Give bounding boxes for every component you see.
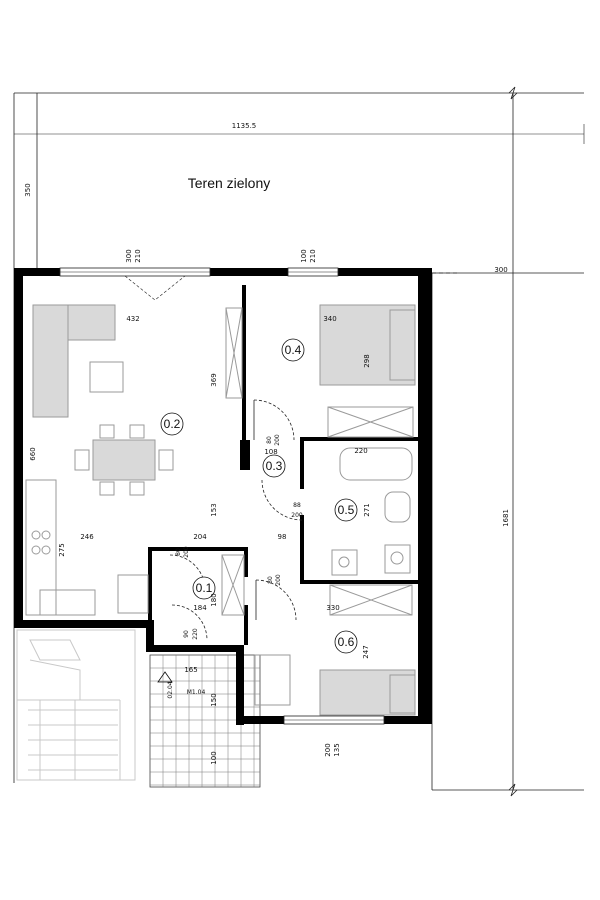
room-0.2-label: 0.2 xyxy=(164,417,181,431)
bottom-dim-a: 200 xyxy=(324,743,332,756)
door-dim-5a: 88 xyxy=(293,502,301,509)
room-0.3-label: 0.3 xyxy=(266,459,283,473)
room-0.5-marker xyxy=(334,498,358,522)
door-dim-1a: 80 xyxy=(266,436,273,444)
win2-dim-a: 100 xyxy=(300,249,308,262)
room-0.4-marker xyxy=(281,338,305,362)
dim-165: 165 xyxy=(184,666,197,674)
win1-dim-b: 210 xyxy=(134,249,142,262)
bottom-dim-b: 135 xyxy=(333,743,341,756)
door-dim-1b: 200 xyxy=(274,434,281,446)
dim-271: 271 xyxy=(363,503,371,516)
right-offset-dim: 300 xyxy=(494,266,507,274)
room-0.4-label: 0.4 xyxy=(285,343,302,357)
dim-184: 184 xyxy=(193,604,207,612)
dim-98: 98 xyxy=(278,533,287,541)
dim-246: 246 xyxy=(80,533,94,541)
dim-150: 150 xyxy=(210,693,218,706)
room-0.5-label: 0.5 xyxy=(338,503,355,517)
door-dim-5b: 200 xyxy=(291,512,303,519)
door-swings xyxy=(169,399,303,641)
stairs-ghost xyxy=(16,629,136,781)
room-0.6-marker xyxy=(334,630,358,654)
left-height-dim: 660 xyxy=(29,447,37,460)
dim-204: 204 xyxy=(193,533,207,541)
door-dim-3a: 80 xyxy=(267,576,274,584)
walls xyxy=(14,268,432,725)
dim-330: 330 xyxy=(326,604,339,612)
room-0.2-marker xyxy=(160,412,184,436)
dim-340: 340 xyxy=(323,315,336,323)
dim-275: 275 xyxy=(58,543,66,556)
room-0.6-label: 0.6 xyxy=(338,635,355,649)
room-0.1-marker xyxy=(192,576,216,600)
dim-153: 153 xyxy=(210,503,218,516)
dim-298: 298 xyxy=(363,354,371,367)
stair-tag: 02.04 M1.04 xyxy=(157,671,206,699)
dim-180: 180 xyxy=(210,593,218,606)
dim-108: 108 xyxy=(264,448,277,456)
dim-220: 220 xyxy=(354,447,367,455)
door-dim-2b: 200 xyxy=(183,546,190,558)
dim-369: 369 xyxy=(210,373,218,386)
stair-code-label: M1.04 xyxy=(187,689,206,696)
door-dim-4a: 90 xyxy=(183,630,190,638)
win2-dim-b: 210 xyxy=(309,249,317,262)
area-label: Teren zielony xyxy=(188,175,271,191)
door-dim-2a: 80 xyxy=(175,548,182,556)
room-0.1-label: 0.1 xyxy=(196,581,213,595)
door-dim-3b: 200 xyxy=(275,574,282,586)
stair-up-label: 02.04 xyxy=(167,681,174,698)
windows xyxy=(59,267,385,725)
left-depth-dim: 350 xyxy=(24,183,32,196)
furniture xyxy=(25,304,416,716)
total-width-dim: 1135.5 xyxy=(232,122,257,130)
dim-100: 100 xyxy=(210,751,218,764)
door-dim-4b: 220 xyxy=(192,628,199,640)
right-length-dim: 1681 xyxy=(502,509,510,527)
dim-247: 247 xyxy=(362,645,370,658)
room-labels: 0.4 0.2 0.3 0.5 0.1 0.6 xyxy=(160,338,358,654)
room-0.3-marker xyxy=(262,454,286,478)
dim-432: 432 xyxy=(126,315,139,323)
dimension-labels: 300 210 100 210 432 340 369 298 108 220 … xyxy=(29,249,371,764)
win1-dim-a: 300 xyxy=(125,249,133,262)
